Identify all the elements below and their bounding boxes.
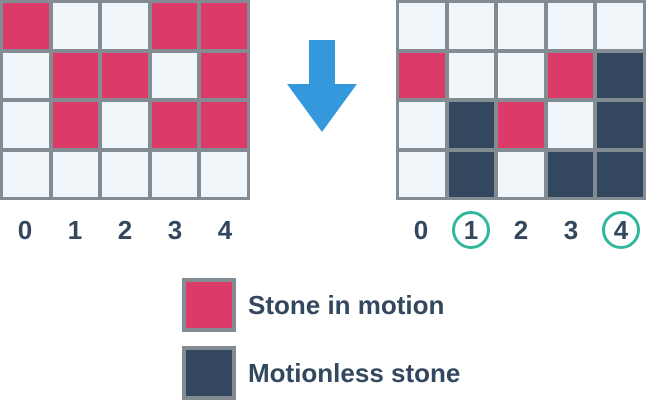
cell-empty: [102, 102, 148, 148]
cell-moving: [201, 52, 247, 98]
legend-stopped: Motionless stone: [182, 346, 460, 400]
cell-empty: [399, 102, 445, 148]
legend-moving-swatch: [182, 278, 236, 332]
cell-empty: [151, 151, 198, 197]
cell-empty: [3, 52, 49, 98]
column-label-text: 1: [452, 211, 490, 249]
legend-stopped-swatch: [182, 346, 236, 400]
cell-stopped: [547, 151, 594, 197]
cell-empty: [399, 151, 445, 197]
column-label-text: 0: [413, 214, 429, 245]
legend-stopped-label: Motionless stone: [248, 357, 461, 388]
cell-empty: [201, 151, 247, 197]
cell-moving: [151, 3, 198, 49]
cell-moving: [52, 102, 99, 148]
cell-empty: [547, 102, 594, 148]
column-label-text: 1: [67, 214, 83, 245]
column-label-text: 4: [602, 211, 640, 249]
cell-stopped: [597, 151, 643, 197]
arrow-shape: [287, 40, 357, 132]
cell-moving: [102, 52, 148, 98]
cell-moving: [52, 52, 99, 98]
cell-empty: [597, 3, 643, 49]
cell-moving: [498, 102, 544, 148]
column-label-text: 0: [17, 214, 33, 245]
column-label: 4: [200, 208, 250, 252]
cell-moving: [201, 3, 247, 49]
cell-stopped: [597, 52, 643, 98]
cell-empty: [52, 3, 99, 49]
cell-moving: [201, 102, 247, 148]
cell-empty: [399, 3, 445, 49]
cell-moving: [3, 3, 49, 49]
cell-empty: [498, 52, 544, 98]
cell-moving: [547, 52, 594, 98]
column-label-text: 4: [217, 214, 233, 245]
cell-empty: [102, 3, 148, 49]
column-label: 2: [100, 208, 150, 252]
column-label-circled: 4: [596, 208, 646, 252]
cell-moving: [399, 52, 445, 98]
cell-empty: [498, 151, 544, 197]
column-label: 2: [496, 208, 546, 252]
column-label: 0: [396, 208, 446, 252]
cell-stopped: [448, 102, 495, 148]
column-labels-before: 0 1 2 3 4: [0, 208, 250, 252]
legend-moving: Stone in motion: [182, 278, 444, 332]
cell-stopped: [597, 102, 643, 148]
cell-empty: [448, 3, 495, 49]
cell-moving: [151, 102, 198, 148]
grid-before: [0, 0, 250, 200]
cell-empty: [498, 3, 544, 49]
cell-empty: [3, 102, 49, 148]
cell-empty: [102, 151, 148, 197]
cell-empty: [547, 3, 594, 49]
column-label-text: 2: [117, 214, 133, 245]
column-label: 1: [50, 208, 100, 252]
column-label: 3: [546, 208, 596, 252]
column-label-circled: 1: [446, 208, 496, 252]
down-arrow-icon: [287, 40, 357, 132]
column-label: 0: [0, 208, 50, 252]
cell-empty: [151, 52, 198, 98]
column-label: 3: [150, 208, 200, 252]
column-label-text: 3: [167, 214, 183, 245]
column-label-text: 2: [513, 214, 529, 245]
cell-empty: [3, 151, 49, 197]
cell-empty: [448, 52, 495, 98]
cell-stopped: [448, 151, 495, 197]
legend-moving-label: Stone in motion: [248, 289, 445, 320]
grid-after: [396, 0, 646, 200]
cell-empty: [52, 151, 99, 197]
column-label-text: 3: [563, 214, 579, 245]
